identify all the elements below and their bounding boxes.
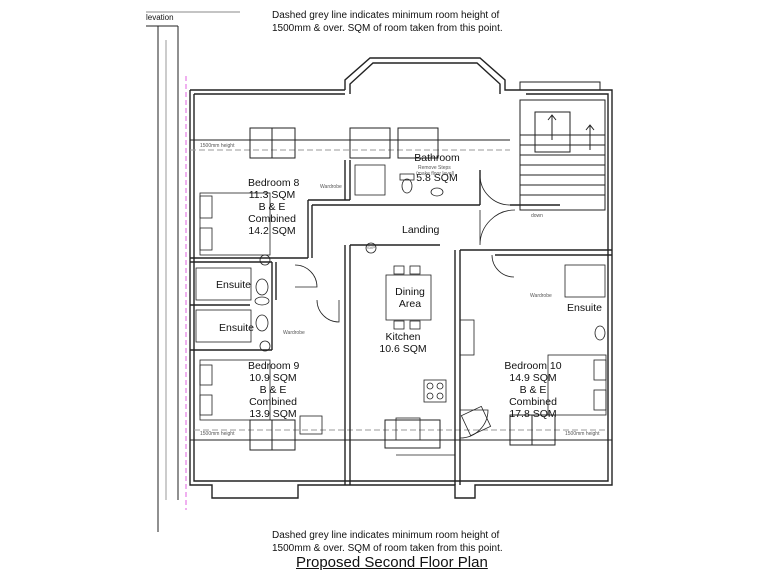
bathroom-label: Bathroom 5.8 SQM [414, 152, 460, 184]
min-height-label-b: 1500mm height [200, 431, 235, 437]
top-note-line-1: Dashed grey line indicates minimum room … [272, 10, 500, 21]
make-floor-level-label: (make floor level) [416, 171, 455, 177]
outer-walls [189, 57, 613, 499]
min-height-label-a: 1500mm height [200, 143, 235, 149]
bottom-note-line-2: 1500mm & over. SQM of room taken from th… [272, 543, 503, 554]
staircase [519, 99, 606, 211]
kitchen-fittings [299, 265, 492, 456]
ensuite-upper-label: Ensuite [216, 279, 252, 291]
door-swings [294, 174, 516, 439]
interior-walls [190, 160, 612, 485]
landing-label: Landing [402, 224, 440, 236]
ensuite-right-label: Ensuite [567, 302, 603, 314]
wardrobe-label-a: Wardrobe [320, 184, 342, 190]
wardrobe-label-c: Wardrobe [530, 293, 552, 299]
min-height-label-c: 1500mm height [565, 431, 600, 437]
wardrobe-label-b: Wardrobe [283, 330, 305, 336]
ensuite-lower-label: Ensuite [219, 322, 255, 334]
elevation-label: levation [146, 13, 174, 22]
bottom-note-line-1: Dashed grey line indicates minimum room … [272, 530, 500, 541]
plan-title: Proposed Second Floor Plan [296, 554, 488, 571]
top-note-line-2: 1500mm & over. SQM of room taken from th… [272, 23, 503, 34]
elevation-frame [146, 11, 240, 532]
remove-steps-label: Remove Steps [418, 165, 451, 171]
stairs-down-label: down [531, 213, 543, 219]
svp-label: SVP [367, 245, 376, 250]
sanitary-fittings [195, 164, 606, 352]
windows [249, 81, 601, 451]
beds [199, 192, 607, 421]
